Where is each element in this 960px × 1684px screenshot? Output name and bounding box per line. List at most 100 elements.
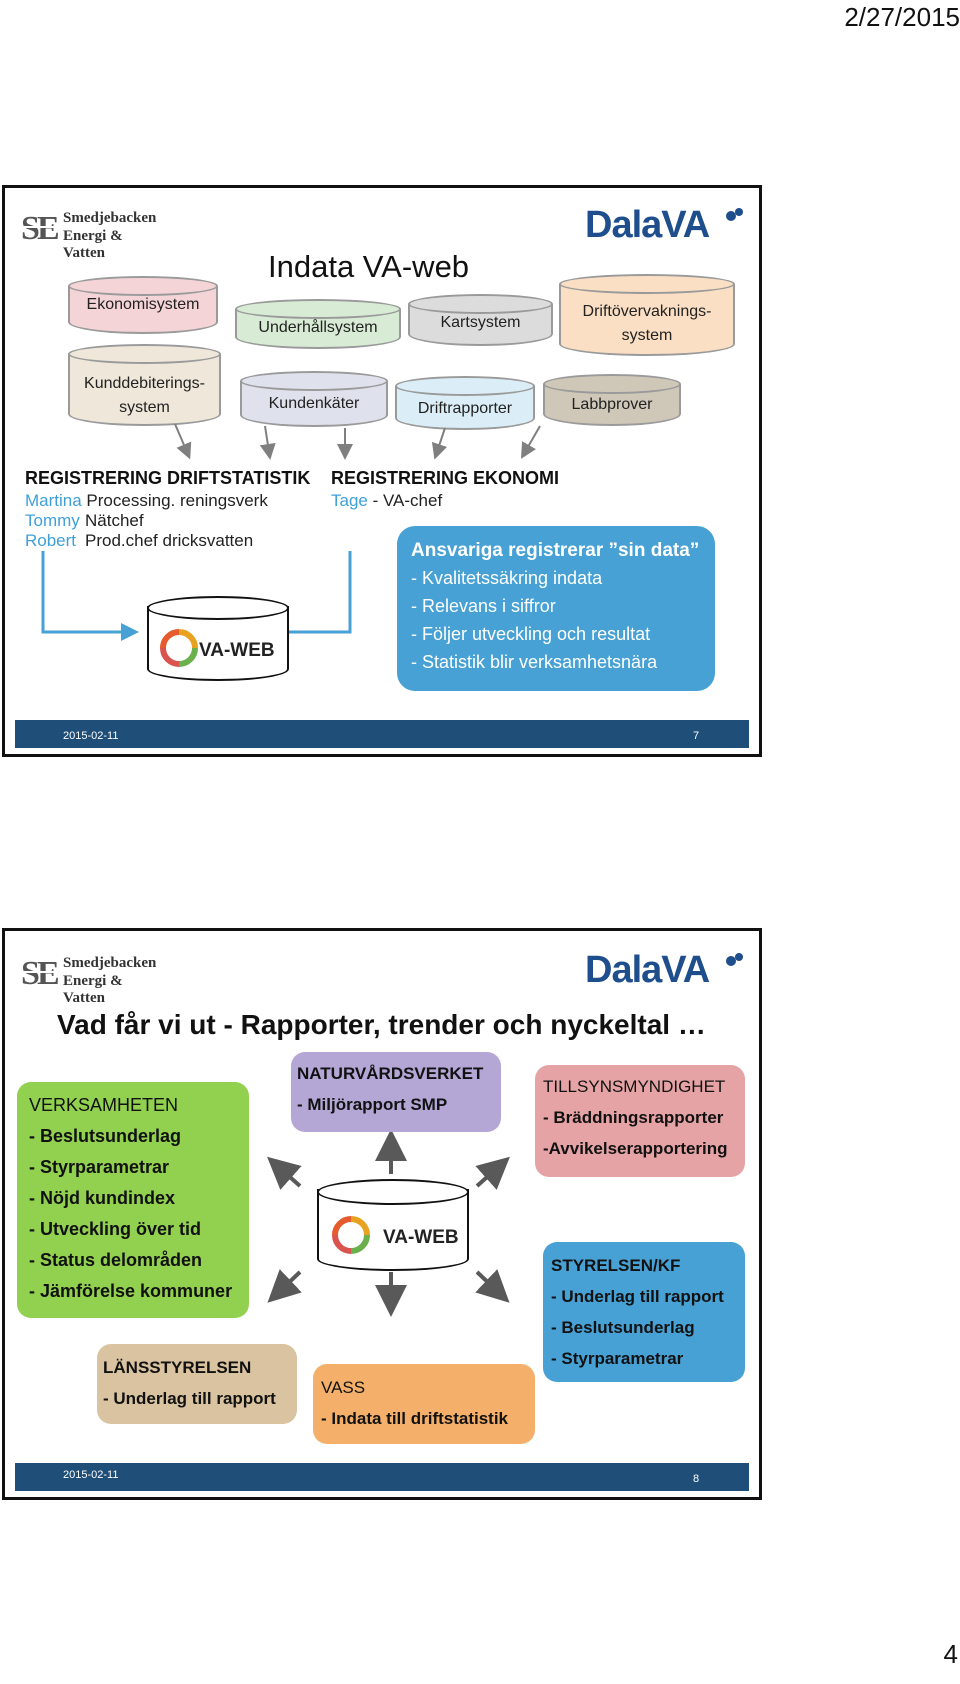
svg-text:E: E xyxy=(37,210,60,247)
footer-slide-number: 7 xyxy=(693,730,700,742)
reg-drift-heading: REGISTRERING DRIFTSTATISTIK xyxy=(25,468,311,488)
vaweb-cylinder: VA-WEB xyxy=(317,1179,469,1271)
person-name: Martina xyxy=(25,491,82,510)
box-item: -Avvikelserapportering xyxy=(543,1139,728,1158)
person-role: Processing. reningsverk xyxy=(86,491,268,510)
cylinder-label-line2: system xyxy=(119,399,170,416)
slide-8: S E Smedjebacken Energi & Vatten DalaVA … xyxy=(2,928,762,1500)
cylinder-kartsystem: Kartsystem xyxy=(408,294,553,346)
reg-driftstatistik: REGISTRERING DRIFTSTATISTIK Martina Proc… xyxy=(25,468,315,551)
box-styrelsen: STYRELSEN/KF - Underlag till rapport - B… xyxy=(543,1242,745,1382)
slide-title: Vad får vi ut - Rapporter, trender och n… xyxy=(57,1009,706,1040)
droplets-icon xyxy=(726,953,743,966)
person-name: Tommy xyxy=(25,511,80,530)
person-name: Tage xyxy=(331,491,368,510)
box-item: - Underlag till rapport xyxy=(551,1287,724,1306)
cylinder-label-line1: Kunddebiterings- xyxy=(84,375,205,392)
box-heading: LÄNSSTYRELSEN xyxy=(103,1358,252,1377)
ansvar-item: - Följer utveckling och resultat xyxy=(411,624,651,644)
cylinder-label-line1: Driftövervaknings- xyxy=(582,303,712,320)
box-item: - Underlag till rapport xyxy=(103,1389,276,1408)
input-arrows xyxy=(41,423,541,641)
ansvar-item: - Kvalitetssäkring indata xyxy=(411,568,603,588)
cylinder-driftovervakning: Driftövervaknings- system xyxy=(559,274,735,356)
vaweb-ring-icon xyxy=(160,629,198,667)
reg-ekonomi: REGISTRERING EKONOMI Tage - VA-chef xyxy=(331,468,631,511)
box-heading: NATURVÅRDSVERKET xyxy=(297,1064,484,1083)
logo-text-line2: Energi & Vatten xyxy=(63,973,123,1006)
cylinder-driftrapporter: Driftrapporter xyxy=(395,376,535,430)
cylinder-label: Underhållsystem xyxy=(258,319,378,336)
cylinder-labbprover: Labbprover xyxy=(543,374,681,426)
cylinder-label: Kundenkäter xyxy=(268,395,360,412)
logo-text-line1: Smedjebacken xyxy=(63,955,157,971)
ansvar-item: - Relevans i siffror xyxy=(411,596,556,616)
dalava-logo: DalaVA xyxy=(585,204,743,247)
cylinder-kunddebitering: Kunddebiterings- system xyxy=(68,344,221,426)
person-name: Robert xyxy=(25,531,77,550)
reg-drift-row-martina: Martina Processing. reningsverk xyxy=(25,491,315,511)
box-tillsynsmyndighet: TILLSYNSMYNDIGHET - Bräddningsrapporter … xyxy=(535,1065,745,1177)
smedjebacken-logo: S E Smedjebacken Energi & Vatten xyxy=(19,208,159,261)
se-logo-mark-icon: S E xyxy=(19,208,60,247)
cylinder-label: Kartsystem xyxy=(440,314,521,331)
footer-date: 2015-02-11 xyxy=(63,1469,119,1481)
box-heading: VASS xyxy=(321,1378,366,1397)
cylinder-kundenkater: Kundenkäter xyxy=(240,371,388,427)
slide-footer: 2015-02-11 8 xyxy=(15,1463,749,1491)
box-lansstyrelsen: LÄNSSTYRELSEN - Underlag till rapport xyxy=(97,1344,297,1424)
box-vass: VASS - Indata till driftstatistik xyxy=(313,1364,535,1444)
box-item: - Miljörapport SMP xyxy=(297,1095,448,1114)
logo-text-line2: Energi & Vatten xyxy=(63,228,123,261)
arrow-icons xyxy=(267,1129,510,1317)
vaweb-cylinder: VA-WEB xyxy=(147,596,289,681)
box-item: - Beslutsunderlag xyxy=(29,1126,182,1146)
footer-date: 2015-02-11 xyxy=(63,730,119,742)
box-item: - Indata till driftstatistik xyxy=(321,1409,509,1428)
box-naturvardsverket: NATURVÅRDSVERKET - Miljörapport SMP xyxy=(291,1052,501,1132)
box-item: - Beslutsunderlag xyxy=(551,1318,695,1337)
box-item: - Jämförelse kommuner xyxy=(29,1281,233,1301)
reg-drift-row-robert: Robert Prod.chef dricksvatten xyxy=(25,531,315,551)
logo-text-line1: Smedjebacken xyxy=(63,210,157,226)
box-item: - Styrparametrar xyxy=(29,1157,170,1177)
cylinder-label: Ekonomisystem xyxy=(86,296,200,313)
blue-connector-arrows xyxy=(41,551,352,641)
slide-7: S E Smedjebacken Energi & Vatten DalaVA … xyxy=(2,185,762,757)
svg-text:E: E xyxy=(37,955,60,992)
cylinder-ekonomisystem: Ekonomisystem xyxy=(68,276,218,334)
footer-slide-number: 8 xyxy=(693,1473,700,1485)
smedjebacken-logo: S E Smedjebacken Energi & Vatten xyxy=(19,953,159,1006)
cylinder-underhallsystem: Underhållsystem xyxy=(235,299,401,349)
person-role: Nätchef xyxy=(85,511,144,530)
ansvar-box: Ansvariga registrerar ”sin data” - Kvali… xyxy=(397,526,715,691)
reg-ekonomi-row-tage: Tage - VA-chef xyxy=(331,491,631,511)
reg-ekonomi-heading: REGISTRERING EKONOMI xyxy=(331,468,560,488)
vaweb-ring-icon xyxy=(332,1216,370,1254)
box-verksamheten: VERKSAMHETEN - Beslutsunderlag - Styrpar… xyxy=(17,1082,249,1318)
box-item: - Utveckling över tid xyxy=(29,1219,202,1239)
box-item: - Status delområden xyxy=(29,1250,203,1270)
cylinder-label: Labbprover xyxy=(571,396,653,413)
box-item: - Styrparametrar xyxy=(551,1349,684,1368)
slide-footer: 2015-02-11 7 xyxy=(15,720,749,748)
box-heading: TILLSYNSMYNDIGHET xyxy=(543,1077,726,1096)
reg-drift-row-tommy: Tommy Nätchef xyxy=(25,511,315,531)
slide-title: Indata VA-web xyxy=(268,249,470,284)
vaweb-label: VA-WEB xyxy=(199,640,275,661)
dalava-logo-text: DalaVA xyxy=(585,949,710,991)
svg-text:S: S xyxy=(21,955,40,992)
person-role: Prod.chef dricksvatten xyxy=(85,531,254,550)
cylinder-label-line2: system xyxy=(621,327,673,344)
box-heading: STYRELSEN/KF xyxy=(551,1256,681,1275)
box-item: - Nöjd kundindex xyxy=(29,1188,175,1208)
document-date: 2/27/2015 xyxy=(844,2,960,32)
droplets-icon xyxy=(726,208,743,221)
page-number: 4 xyxy=(943,1639,958,1669)
ansvar-item: - Statistik blir verksamhetsnära xyxy=(411,652,658,672)
box-item: - Bräddningsrapporter xyxy=(543,1108,724,1127)
vaweb-label: VA-WEB xyxy=(383,1227,459,1248)
dalava-logo-text: DalaVA xyxy=(585,204,710,246)
svg-text:S: S xyxy=(21,210,40,247)
down-arrow-icons xyxy=(174,423,541,460)
